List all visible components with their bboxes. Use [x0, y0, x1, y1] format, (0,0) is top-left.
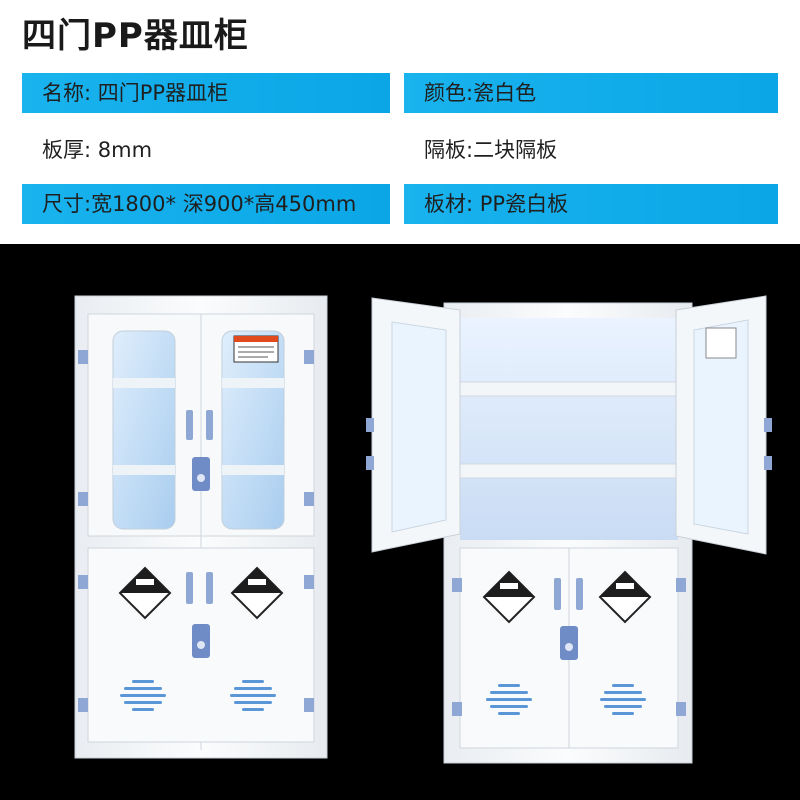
glass-window-left: [112, 330, 176, 530]
handle-upper-right: [206, 410, 213, 440]
cabinet-closed: [74, 295, 772, 764]
vent-slots-icon: [600, 684, 646, 715]
spec-size: 尺寸:宽1800* 深900*高450mm: [22, 184, 390, 224]
vent-slots-icon: [120, 680, 166, 711]
vent-slots-icon: [486, 684, 532, 715]
spec-shelves: 隔板:二块隔板: [424, 138, 558, 162]
handle-upper-left: [186, 410, 193, 440]
corrosive-hazard-icon: [118, 566, 172, 620]
spec-material: 板材: PP瓷白板: [404, 184, 778, 224]
shelf-lower: [459, 463, 679, 479]
cabinet-interior: [460, 318, 678, 540]
product-photo: [0, 244, 800, 800]
spec-color: 颜色:瓷白色: [404, 73, 778, 113]
corrosive-hazard-icon: [230, 566, 284, 620]
spec-thickness: 板厚: 8mm: [42, 138, 153, 162]
page-title: 四门PP器皿柜: [22, 16, 249, 56]
corrosive-hazard-icon: [482, 570, 536, 624]
vent-slots-icon: [230, 680, 276, 711]
spec-name: 名称: 四门PP器皿柜: [22, 73, 390, 113]
corrosive-hazard-icon: [598, 570, 652, 624]
shelf-upper: [459, 381, 679, 397]
